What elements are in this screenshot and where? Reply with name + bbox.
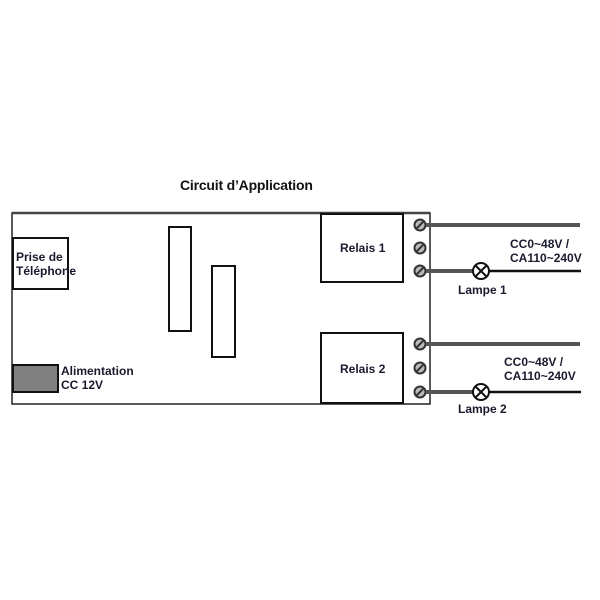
relay-2-box	[320, 332, 404, 404]
output-2-voltage: CC0~48V / CA110~240V	[504, 355, 576, 383]
output-2-voltage-line1: CC0~48V /	[504, 355, 564, 369]
phone-jack-line2: Téléphone	[16, 264, 77, 278]
screw-terminal-icon	[413, 264, 427, 278]
relay-1-box	[320, 213, 404, 283]
component-vertical-2	[211, 265, 236, 358]
phone-jack-box	[12, 237, 69, 290]
lamp-1-label: Lampe 1	[458, 283, 507, 297]
lamp-icon	[472, 262, 490, 280]
screw-terminal-icon	[413, 218, 427, 232]
power-line2: CC 12V	[61, 378, 104, 392]
screw-terminal-icon	[413, 337, 427, 351]
lamp-icon	[472, 383, 490, 401]
power-label: Alimentation CC 12V	[61, 364, 134, 392]
output-1-voltage-line1: CC0~48V /	[510, 237, 570, 251]
output-1-voltage: CC0~48V / CA110~240V	[510, 237, 582, 265]
component-vertical-1	[168, 226, 192, 332]
terminal-group-2	[413, 337, 427, 399]
power-line1: Alimentation	[61, 364, 134, 378]
output-2-voltage-line2: CA110~240V	[504, 369, 576, 383]
terminal-group-1	[413, 218, 427, 278]
relay-1-label: Relais 1	[340, 241, 386, 255]
phone-jack-line1: Prise de	[16, 250, 63, 264]
phone-jack-label: Prise de Téléphone	[16, 250, 76, 278]
relay-2-label: Relais 2	[340, 362, 386, 376]
diagram-title: Circuit d’Application	[180, 177, 313, 193]
screw-terminal-icon	[413, 385, 427, 399]
screw-terminal-icon	[413, 241, 427, 255]
screw-terminal-icon	[413, 361, 427, 375]
output-1-voltage-line2: CA110~240V	[510, 251, 582, 265]
lamp-2-label: Lampe 2	[458, 402, 507, 416]
power-block	[12, 364, 59, 393]
